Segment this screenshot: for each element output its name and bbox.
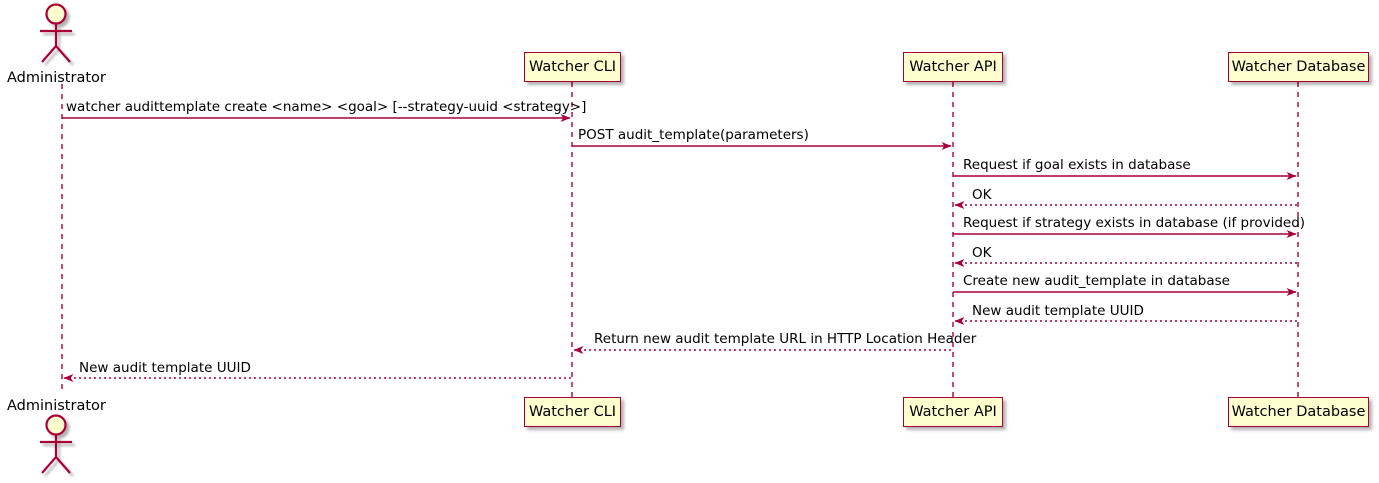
message-arrows bbox=[62, 114, 1298, 382]
message-label-6: OK bbox=[972, 245, 992, 261]
actor-label-administrator-top: Administrator bbox=[7, 70, 106, 86]
message-label-8: New audit template UUID bbox=[972, 303, 1144, 319]
message-label-1: watcher audittemplate create <name> <goa… bbox=[66, 99, 587, 115]
message-label-2: POST audit_template(parameters) bbox=[578, 127, 809, 143]
participant-box-watcher-api-bottom[interactable]: Watcher API bbox=[903, 397, 1003, 427]
participant-label-watcher-api-top: Watcher API bbox=[909, 59, 997, 75]
participant-label-watcher-database-top: Watcher Database bbox=[1231, 59, 1366, 75]
participant-label-watcher-cli-bottom: Watcher CLI bbox=[528, 404, 617, 420]
participant-box-watcher-database-bottom[interactable]: Watcher Database bbox=[1228, 397, 1369, 427]
participant-label-watcher-cli-top: Watcher CLI bbox=[528, 59, 617, 75]
participant-box-watcher-api-top[interactable]: Watcher API bbox=[903, 52, 1003, 82]
actor-administrator-bottom bbox=[40, 414, 72, 474]
message-label-10: New audit template UUID bbox=[79, 360, 251, 376]
actor-label-administrator-bottom: Administrator bbox=[7, 398, 106, 414]
message-label-4: OK bbox=[972, 187, 992, 203]
lifelines bbox=[61, 82, 1299, 397]
participant-label-watcher-api-bottom: Watcher API bbox=[909, 404, 997, 420]
participant-box-watcher-database-top[interactable]: Watcher Database bbox=[1228, 52, 1369, 82]
message-label-9: Return new audit template URL in HTTP Lo… bbox=[594, 331, 977, 347]
message-label-5: Request if strategy exists in database (… bbox=[963, 215, 1306, 231]
message-label-7: Create new audit_template in database bbox=[963, 273, 1230, 289]
participant-label-watcher-database-bottom: Watcher Database bbox=[1231, 404, 1366, 420]
actor-administrator-top bbox=[40, 3, 72, 63]
message-label-3: Request if goal exists in database bbox=[963, 157, 1191, 173]
participant-box-watcher-cli-top[interactable]: Watcher CLI bbox=[524, 52, 621, 82]
participant-box-watcher-cli-bottom[interactable]: Watcher CLI bbox=[524, 397, 621, 427]
